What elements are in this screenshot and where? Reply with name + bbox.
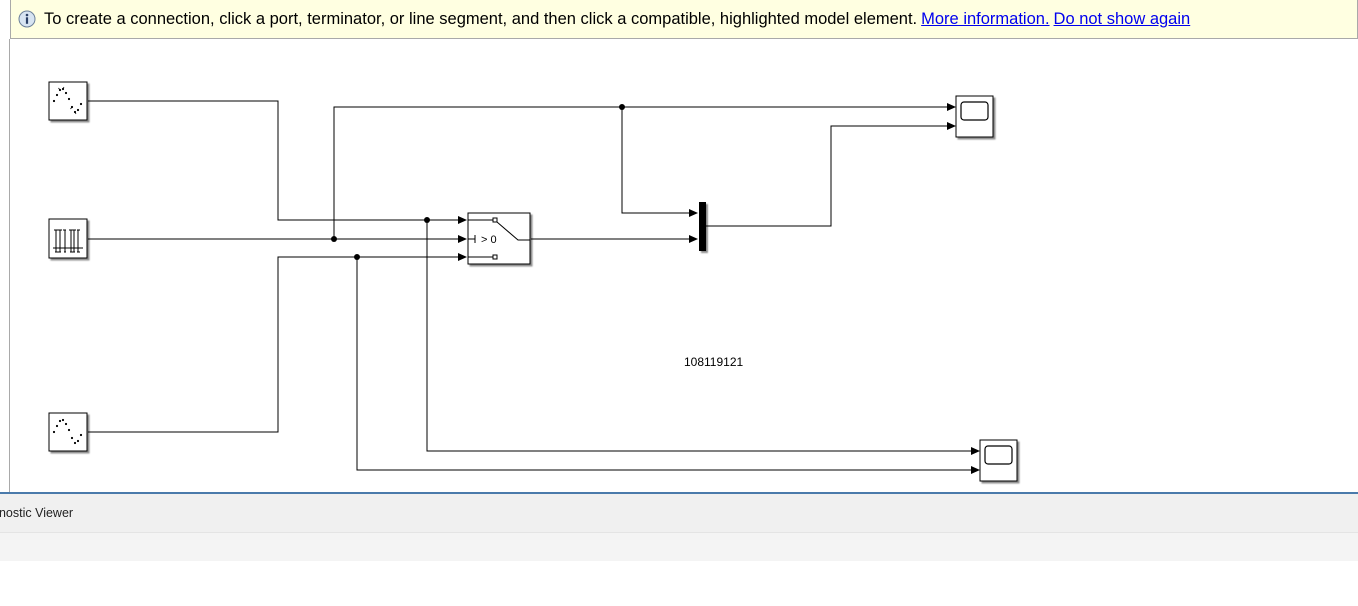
sine-wave-block-2[interactable]: [48, 412, 88, 452]
switch-threshold-label: > 0: [481, 234, 497, 246]
info-icon: [18, 10, 36, 28]
canvas-border: [9, 39, 10, 492]
arrowheads: [458, 103, 980, 474]
pulse-icon: [53, 229, 83, 253]
signal-line-branch-to-scope2-b[interactable]: [356, 257, 972, 471]
diagnostic-viewer-body: [0, 533, 1358, 561]
scope-block-2[interactable]: [979, 439, 1018, 482]
mux-block[interactable]: [699, 202, 706, 251]
diagnostic-viewer-header[interactable]: gnostic Viewer: [0, 494, 1358, 533]
sine-wave-block-1[interactable]: [48, 81, 88, 121]
switch-block[interactable]: > 0: [467, 212, 531, 265]
scope-screen-icon: [984, 445, 1013, 465]
do-not-show-again-link[interactable]: Do not show again: [1053, 9, 1191, 28]
more-information-link[interactable]: More information.: [921, 9, 1050, 28]
diagnostic-viewer-panel: gnostic Viewer: [0, 492, 1358, 561]
scope-screen-icon: [960, 101, 989, 121]
diagnostic-viewer-title: gnostic Viewer: [0, 506, 74, 520]
info-banner: To create a connection, click a port, te…: [10, 0, 1358, 39]
pulse-generator-block[interactable]: [48, 218, 88, 259]
model-canvas[interactable]: > 0: [0, 0, 1358, 492]
signal-line-sine1-to-switch[interactable]: [88, 100, 460, 221]
signal-lines[interactable]: [88, 100, 972, 471]
scope-block-1[interactable]: [955, 95, 994, 138]
sine-wave-icon: [52, 86, 83, 115]
switch-icon: [468, 217, 530, 260]
signal-line-sine2-to-switch[interactable]: [88, 256, 460, 433]
signal-line-branch-to-mux[interactable]: [621, 107, 690, 214]
block-name-label: 108119121: [684, 355, 744, 369]
branch-points: [331, 104, 625, 260]
signal-line-branch-to-scope2-a[interactable]: [426, 220, 972, 452]
signal-line-branch-to-scope1[interactable]: [333, 106, 948, 239]
signal-line-mux-to-scope1[interactable]: [706, 125, 948, 227]
sine-wave-icon: [52, 418, 83, 445]
info-message: To create a connection, click a port, te…: [44, 9, 918, 28]
